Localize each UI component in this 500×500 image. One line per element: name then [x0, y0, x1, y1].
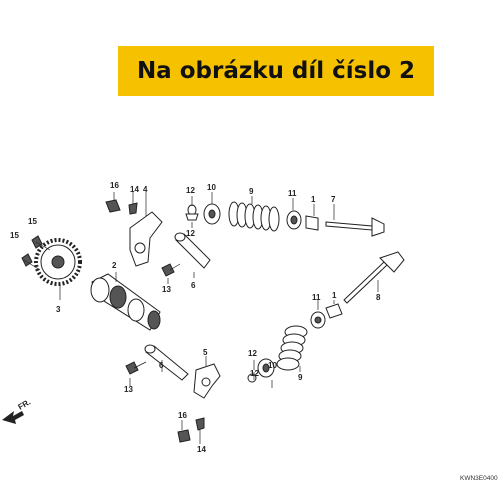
label-10-lower: 10 [268, 361, 277, 370]
gear-bolts [21, 235, 51, 271]
rocker-shaft-lower [144, 344, 189, 381]
label-13-lower: 13 [124, 385, 133, 394]
label-16-lower: 16 [178, 411, 187, 420]
label-12-c: 12 [248, 349, 257, 358]
label-12-d: 12 [250, 369, 259, 378]
label-14-upper: 14 [130, 185, 139, 194]
label-9-upper: 9 [249, 187, 254, 196]
label-10-upper: 10 [207, 183, 216, 192]
leader-lines [59, 192, 379, 444]
spring-seat-upper [286, 210, 302, 230]
label-11-upper: 11 [288, 189, 297, 198]
valve-spring-lower [276, 325, 308, 371]
label-13-upper: 13 [162, 285, 171, 294]
label-15-a: 15 [28, 217, 37, 226]
label-12-a: 12 [186, 186, 195, 195]
label-15-b: 15 [10, 231, 19, 240]
front-marker-label: FR. [17, 397, 33, 411]
label-5: 5 [203, 348, 208, 357]
front-direction-arrow-icon [2, 411, 24, 424]
camshaft [90, 273, 161, 331]
label-16-upper: 16 [110, 181, 119, 190]
label-14-lower: 14 [197, 445, 206, 454]
camshaft-sprocket [34, 238, 82, 286]
rocker-arm-intake [129, 211, 163, 267]
spring-seat-lower [310, 311, 326, 329]
part-number-banner: Na obrázku díl číslo 2 [118, 46, 434, 96]
label-1-lower: 1 [332, 291, 337, 300]
label-9-lower: 9 [298, 373, 303, 382]
label-6-lower: 6 [159, 361, 164, 370]
spring-retainer-upper [203, 203, 221, 225]
label-11-lower: 11 [312, 293, 321, 302]
exhaust-valve [343, 251, 405, 304]
rocker-arm-exhaust [193, 363, 221, 399]
shaft-bolt-lower [125, 361, 139, 375]
label-2: 2 [112, 261, 117, 270]
label-1-upper: 1 [311, 195, 316, 204]
label-4: 4 [143, 185, 148, 194]
spring-retainer-lower [257, 358, 275, 378]
label-6-upper: 6 [191, 281, 196, 290]
valve-spring-upper [228, 201, 280, 232]
shaft-bolt-upper [161, 263, 175, 277]
adjuster-nut-and-screw-lower [177, 417, 205, 443]
label-8: 8 [376, 293, 381, 302]
valve-keeper-upper [185, 204, 199, 221]
label-7: 7 [331, 195, 336, 204]
diagram-code: KWN3E0400 [460, 475, 498, 482]
valve-stem-seal-lower [325, 303, 343, 319]
rocker-shaft-upper [174, 232, 211, 269]
adjuster-nut-and-screw-upper [105, 199, 138, 215]
banner-text: Na obrázku díl číslo 2 [136, 58, 416, 84]
label-3: 3 [56, 305, 61, 314]
intake-valve [325, 217, 385, 237]
label-12-b: 12 [186, 229, 195, 238]
valve-stem-seal-upper [305, 215, 319, 231]
